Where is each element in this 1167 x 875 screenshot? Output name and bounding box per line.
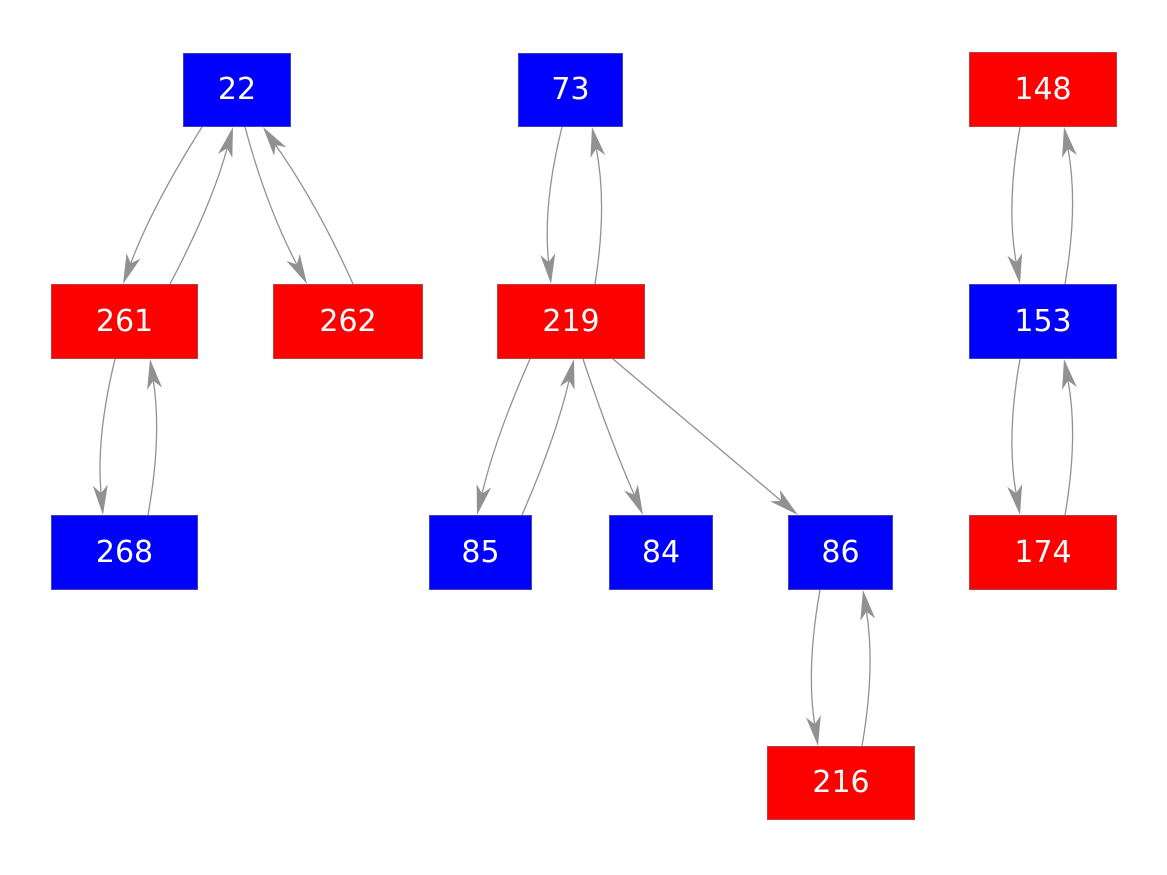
graph-node-84: 84 xyxy=(609,515,713,590)
graph-node-262: 262 xyxy=(273,284,423,359)
arrowhead-261-to-268-icon xyxy=(92,484,108,515)
arrowhead-262-to-22-icon xyxy=(263,127,287,156)
edge-153-to-148 xyxy=(1064,148,1074,285)
arrowhead-86-to-216-icon xyxy=(806,715,821,746)
edge-219-to-73 xyxy=(594,148,603,285)
arrowhead-219-to-85-icon xyxy=(476,484,492,515)
arrowhead-268-to-261-icon xyxy=(147,359,162,390)
graph-node-219: 219 xyxy=(497,284,645,359)
graph-node-label: 262 xyxy=(319,303,377,339)
edge-153-to-174 xyxy=(1011,358,1021,494)
edge-268-to-261 xyxy=(147,380,158,516)
arrowhead-153-to-174-icon xyxy=(1007,484,1023,515)
edge-262-to-22 xyxy=(275,144,354,285)
edge-85-to-219 xyxy=(521,380,570,516)
edge-174-to-153 xyxy=(1064,380,1074,516)
graph-node-label: 216 xyxy=(812,765,870,800)
graph-node-261: 261 xyxy=(51,284,198,359)
graph-node-label: 148 xyxy=(1014,71,1072,107)
graph-node-label: 22 xyxy=(217,72,257,107)
arrowhead-22-to-261-icon xyxy=(123,253,141,284)
arrowhead-85-to-219-icon xyxy=(559,359,575,390)
edge-22-to-261 xyxy=(130,126,203,264)
edge-22-to-262 xyxy=(244,126,298,265)
arrowhead-148-to-153-icon xyxy=(1007,253,1023,284)
edge-219-to-84 xyxy=(582,358,635,496)
graph-node-label: 85 xyxy=(461,534,500,570)
graph-node-label: 219 xyxy=(542,303,600,339)
arrowhead-261-to-22-icon xyxy=(217,127,233,158)
graph-node-268: 268 xyxy=(51,515,198,590)
edge-148-to-153 xyxy=(1011,126,1021,263)
arrowhead-22-to-262-icon xyxy=(286,253,307,284)
edge-86-to-216 xyxy=(810,589,821,725)
graph-node-174: 174 xyxy=(969,515,1117,590)
edge-219-to-85 xyxy=(481,358,531,494)
edge-261-to-22 xyxy=(169,148,228,285)
arrowhead-153-to-148-icon xyxy=(1062,127,1077,158)
graph-node-153: 153 xyxy=(969,284,1117,359)
graph-node-label: 86 xyxy=(821,534,860,570)
arrowhead-73-to-219-icon xyxy=(540,253,556,284)
arrowhead-216-to-86-icon xyxy=(860,590,876,621)
edge-261-to-268 xyxy=(99,358,116,494)
arrowhead-174-to-153-icon xyxy=(1062,359,1077,390)
graph-node-label: 73 xyxy=(551,72,590,107)
edge-73-to-219 xyxy=(546,126,563,263)
graph-node-216: 216 xyxy=(767,746,915,820)
graph-node-label: 84 xyxy=(641,534,681,570)
graph-node-73: 73 xyxy=(518,53,623,127)
edge-216-to-86 xyxy=(861,611,871,747)
graph-node-label: 153 xyxy=(1014,303,1072,339)
arrowhead-219-to-84-icon xyxy=(624,484,643,515)
arrowhead-219-to-86-icon xyxy=(770,489,798,515)
graph-node-85: 85 xyxy=(429,515,532,590)
graph-node-148: 148 xyxy=(969,52,1117,127)
graph-node-22: 22 xyxy=(183,53,291,127)
graph-node-86: 86 xyxy=(788,515,893,590)
graph-node-label: 261 xyxy=(95,303,154,339)
graph-node-label: 268 xyxy=(95,534,154,570)
graph-node-label: 174 xyxy=(1014,534,1072,570)
edge-219-to-86 xyxy=(612,358,782,502)
arrowhead-219-to-73-icon xyxy=(590,127,606,158)
